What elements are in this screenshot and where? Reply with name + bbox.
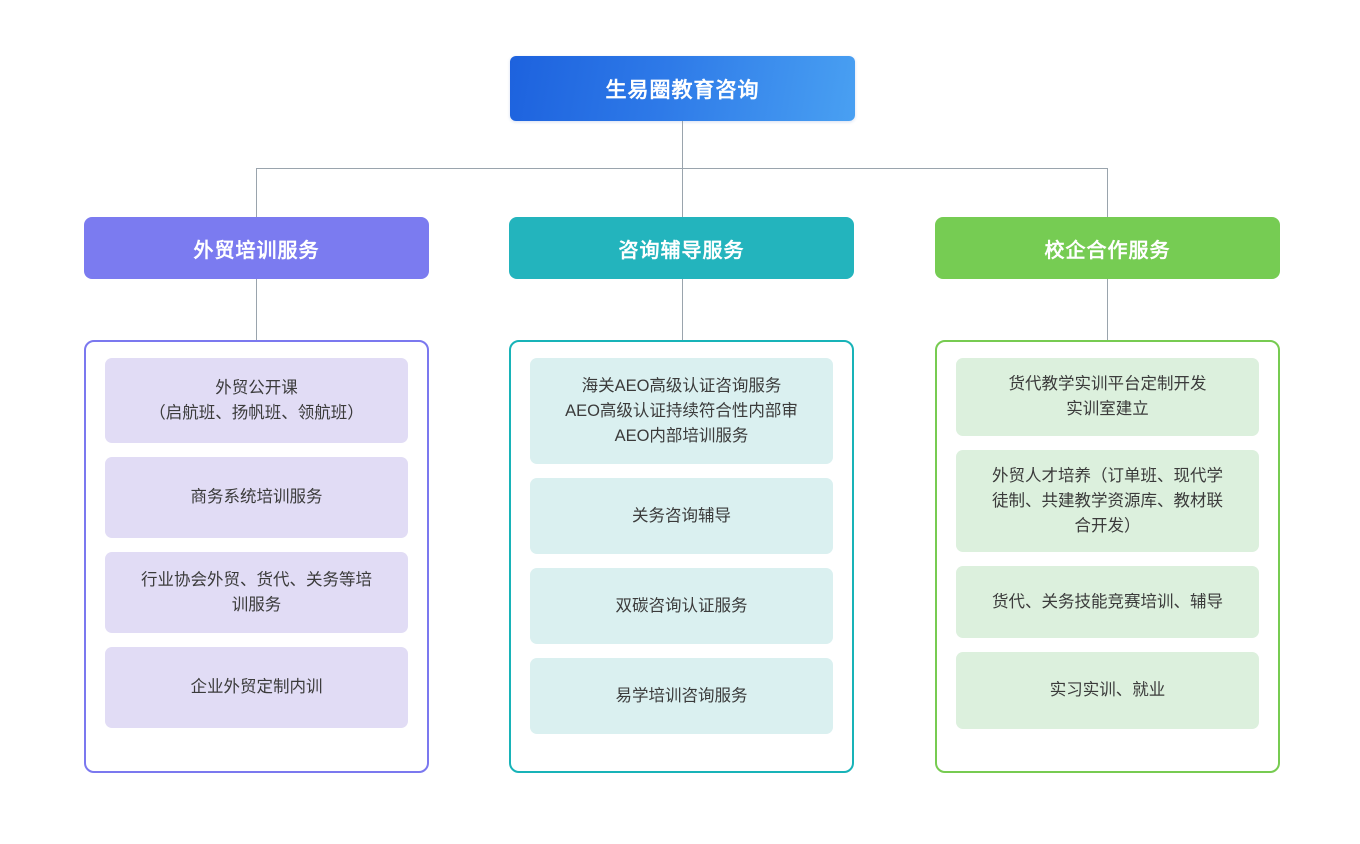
branch-group-box-3: 货代教学实训平台定制开发 实训室建立 外贸人才培养（订单班、现代学 徒制、共建教…: [935, 340, 1280, 773]
service-card[interactable]: 货代教学实训平台定制开发 实训室建立: [956, 358, 1259, 436]
card-list-2: 海关AEO高级认证咨询服务 AEO高级认证持续符合性内部审 AEO内部培训服务 …: [530, 358, 833, 755]
service-card[interactable]: 外贸公开课 （启航班、扬帆班、领航班）: [105, 358, 408, 443]
service-card[interactable]: 海关AEO高级认证咨询服务 AEO高级认证持续符合性内部审 AEO内部培训服务: [530, 358, 833, 464]
service-card-text: 实习实训、就业: [1049, 681, 1166, 699]
service-card-text: 海关AEO高级认证咨询服务 AEO高级认证持续符合性内部审 AEO内部培训服务: [565, 376, 798, 445]
service-card[interactable]: 企业外贸定制内训: [105, 647, 408, 728]
service-card[interactable]: 货代、关务技能竞赛培训、辅导: [956, 566, 1259, 638]
branch-header-label-3: 校企合作服务: [1044, 239, 1171, 262]
service-card[interactable]: 关务咨询辅导: [530, 478, 833, 554]
connector-drop-col-2: [682, 168, 683, 217]
service-card-text: 货代教学实训平台定制开发 实训室建立: [1008, 375, 1207, 418]
connector-root-stem: [682, 121, 683, 168]
branch-header-3[interactable]: 校企合作服务: [935, 217, 1280, 279]
card-list-1: 外贸公开课 （启航班、扬帆班、领航班） 商务系统培训服务 行业协会外贸、货代、关…: [105, 358, 408, 755]
branch-header-label-1: 外贸培训服务: [193, 239, 320, 262]
service-card-text: 易学培训咨询服务: [615, 686, 748, 705]
connector-header-to-group-2: [682, 279, 683, 340]
connector-drop-col-3: [1107, 168, 1108, 217]
service-card[interactable]: 实习实训、就业: [956, 652, 1259, 729]
connector-drop-col-1: [256, 168, 257, 217]
connector-header-to-group-3: [1107, 279, 1108, 340]
branch-column-3: 校企合作服务 货代教学实训平台定制开发 实训室建立 外贸人才培养（订单班、现代学…: [935, 217, 1280, 773]
service-card[interactable]: 商务系统培训服务: [105, 457, 408, 538]
branch-column-1: 外贸培训服务 外贸公开课 （启航班、扬帆班、领航班） 商务系统培训服务 行业协会…: [84, 217, 429, 773]
service-card-text: 双碳咨询认证服务: [615, 596, 748, 615]
service-card-text: 商务系统培训服务: [190, 488, 323, 506]
root-node-title: 生易圈教育咨询: [605, 78, 760, 102]
branch-header-2[interactable]: 咨询辅导服务: [509, 217, 854, 279]
service-card-text: 货代、关务技能竞赛培训、辅导: [992, 592, 1223, 611]
card-list-3: 货代教学实训平台定制开发 实训室建立 外贸人才培养（订单班、现代学 徒制、共建教…: [956, 358, 1259, 755]
service-card-text: 企业外贸定制内训: [190, 678, 323, 696]
service-card[interactable]: 外贸人才培养（订单班、现代学 徒制、共建教学资源库、教材联 合开发）: [956, 450, 1259, 552]
service-card-text: 行业协会外贸、货代、关务等培 训服务: [141, 570, 372, 614]
branch-group-box-2: 海关AEO高级认证咨询服务 AEO高级认证持续符合性内部审 AEO内部培训服务 …: [509, 340, 854, 773]
service-card-text: 关务咨询辅导: [632, 506, 731, 525]
service-card[interactable]: 双碳咨询认证服务: [530, 568, 833, 644]
service-card-text: 外贸公开课 （启航班、扬帆班、领航班）: [149, 378, 364, 422]
service-card[interactable]: 易学培训咨询服务: [530, 658, 833, 734]
service-card[interactable]: 行业协会外贸、货代、关务等培 训服务: [105, 552, 408, 633]
branch-column-2: 咨询辅导服务 海关AEO高级认证咨询服务 AEO高级认证持续符合性内部审 AEO…: [509, 217, 854, 773]
branch-group-box-1: 外贸公开课 （启航班、扬帆班、领航班） 商务系统培训服务 行业协会外贸、货代、关…: [84, 340, 429, 773]
service-card-text: 外贸人才培养（订单班、现代学 徒制、共建教学资源库、教材联 合开发）: [992, 466, 1223, 535]
root-node[interactable]: 生易圈教育咨询: [510, 56, 855, 121]
connector-header-to-group-1: [256, 279, 257, 340]
branch-header-1[interactable]: 外贸培训服务: [84, 217, 429, 279]
branch-header-label-2: 咨询辅导服务: [618, 239, 745, 262]
